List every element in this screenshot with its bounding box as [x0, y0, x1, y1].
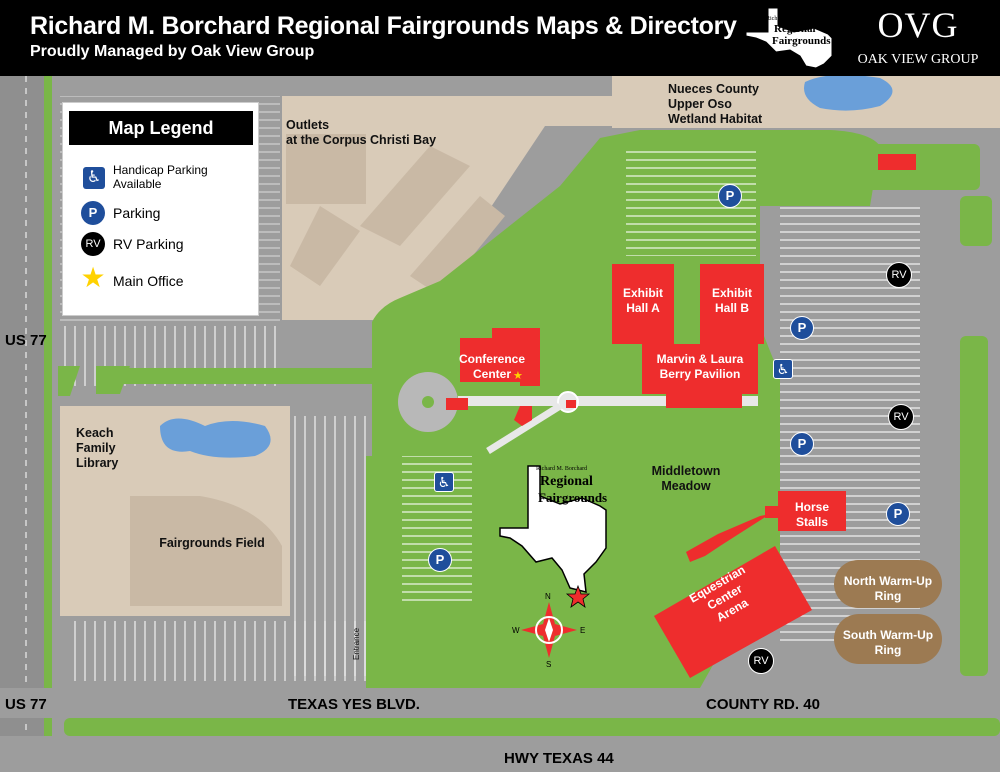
conference-annex	[446, 398, 468, 410]
us77-bottom-label: US 77	[5, 696, 47, 713]
exhibit-hall-a-building	[612, 264, 674, 344]
parking-icon: P	[81, 201, 105, 225]
roundabout-center	[422, 396, 434, 408]
middletown-meadow	[440, 402, 780, 582]
page-subtitle: Proudly Managed by Oak View Group	[30, 43, 315, 60]
texas-outline-icon	[745, 7, 833, 69]
entrance-median-2	[382, 408, 392, 688]
page-title: Richard M. Borchard Regional Fairgrounds…	[30, 12, 737, 40]
exhibit-hall-a-label: Exhibit Hall A	[622, 286, 663, 315]
plaza-marker	[566, 400, 576, 408]
compass-e: E	[580, 626, 586, 635]
south-ring-label: South Warm-Up Ring	[842, 628, 934, 657]
outlet-building-1	[286, 134, 366, 204]
rv-parking-icon: RV	[81, 232, 105, 256]
texas-yes-blvd-label: TEXAS YES BLVD.	[288, 696, 420, 713]
ovg-mark: OVG	[877, 5, 959, 45]
legend-rv-label: RV Parking	[113, 236, 184, 252]
handicap-parking-icon: ♿	[83, 167, 105, 189]
header-logo-line1: Richard M. Borchard	[766, 16, 818, 22]
parking-marker-north[interactable]: P	[718, 184, 742, 208]
north-ring-label: North Warm-Up Ring	[843, 574, 933, 603]
horse-stalls-path	[686, 514, 770, 562]
library-pond	[160, 418, 271, 458]
conference-center-building	[460, 328, 540, 386]
legend-handicap-label: Handicap Parking Available	[113, 163, 208, 191]
pavilion-label: Marvin & Laura Berry Pavilion	[656, 352, 744, 381]
main-walkway	[458, 396, 758, 406]
main-office-star-icon: ★	[80, 262, 106, 293]
handicap-marker-pavilion[interactable]: ♿	[773, 359, 793, 379]
compass-s: S	[546, 660, 552, 669]
east-green-strip-1	[960, 196, 992, 246]
rv-marker-1[interactable]: RV	[886, 262, 912, 288]
parking-marker-west[interactable]: P	[428, 548, 452, 572]
wetland-label: Nueces County Upper Oso Wetland Habitat	[668, 82, 763, 126]
library-label: Keach Family Library	[76, 426, 119, 470]
outlet-building-3	[410, 196, 505, 296]
plaza-kiosk	[514, 406, 532, 426]
north-warm-up-ring	[834, 560, 942, 608]
northeast-structure	[878, 154, 916, 170]
parking-marker-east-1[interactable]: P	[790, 316, 814, 340]
texas-yes-road	[0, 688, 1000, 718]
east-green-strip-2	[960, 336, 988, 676]
texas-logo	[499, 465, 607, 608]
hwy-44-road	[0, 736, 1000, 772]
outlet-building-2	[360, 146, 470, 246]
outlet-building-4	[290, 206, 360, 286]
entrance-median	[366, 456, 372, 688]
header-bar: Richard M. Borchard Regional Fairgrounds…	[0, 0, 1000, 76]
header-logo-line3: Fairgrounds	[772, 35, 831, 47]
pavilion-annex	[666, 394, 742, 408]
us77-top-label: US 77	[5, 332, 47, 349]
rv-marker-2[interactable]: RV	[888, 404, 914, 430]
ovg-logo: OVG OAK VIEW GROUP	[848, 4, 988, 74]
diagonal-walkway	[486, 403, 562, 454]
header-logo-line2: Regional	[774, 23, 816, 35]
legend-main-office-label: Main Office	[113, 273, 184, 289]
median-green-1	[58, 366, 80, 396]
center-logo-line3: Fairgrounds	[538, 490, 608, 505]
exhibit-hall-b-building	[700, 264, 764, 344]
compass-w: W	[512, 626, 520, 635]
conference-main-office-star-icon: ★	[513, 370, 523, 382]
exhibit-hall-b-label: Exhibit Hall B	[711, 286, 752, 315]
legend-parking-label: Parking	[113, 205, 161, 221]
wetland-pond	[804, 74, 893, 111]
middletown-meadow-label: Middletown Meadow	[651, 464, 721, 493]
handicap-marker-west[interactable]: ♿	[434, 472, 454, 492]
ovg-name: OAK VIEW GROUP	[857, 52, 979, 67]
parking-marker-east-2[interactable]: P	[790, 432, 814, 456]
pavilion-building	[642, 344, 758, 394]
fairgrounds-field-label: Fairgrounds Field	[159, 536, 265, 550]
horse-stalls-label: Horse Stalls	[794, 500, 829, 529]
county-rd-40-label: COUNTY RD. 40	[706, 696, 820, 713]
center-logo-line1: Richard M. Borchard	[536, 466, 588, 472]
access-road-green	[110, 368, 372, 384]
horse-stalls-building	[765, 491, 846, 531]
fairgrounds-header-logo: Richard M. Borchard Regional Fairgrounds	[744, 6, 836, 70]
compass-n: N	[545, 592, 551, 601]
center-logo-line2: Regional	[540, 474, 593, 489]
fairgrounds-field-shape	[130, 496, 282, 606]
entrance-label: Entrance	[352, 627, 361, 660]
compass-rose	[521, 602, 577, 658]
outlets-label: Outlets at the Corpus Christi Bay	[286, 118, 437, 147]
south-median	[64, 718, 1000, 736]
us77-median	[44, 76, 52, 772]
map-legend: Map Legend ♿ Handicap Parking Available …	[62, 102, 259, 316]
parking-marker-east-3[interactable]: P	[886, 502, 910, 526]
rv-marker-3[interactable]: RV	[748, 648, 774, 674]
south-warm-up-ring	[834, 614, 942, 664]
equestrian-arena-building	[654, 546, 812, 678]
conference-center-label: Conference Center	[458, 352, 526, 381]
legend-title: Map Legend	[69, 111, 253, 145]
hwy-texas-44-label: HWY TEXAS 44	[504, 750, 614, 767]
south-west-parking	[68, 621, 368, 681]
